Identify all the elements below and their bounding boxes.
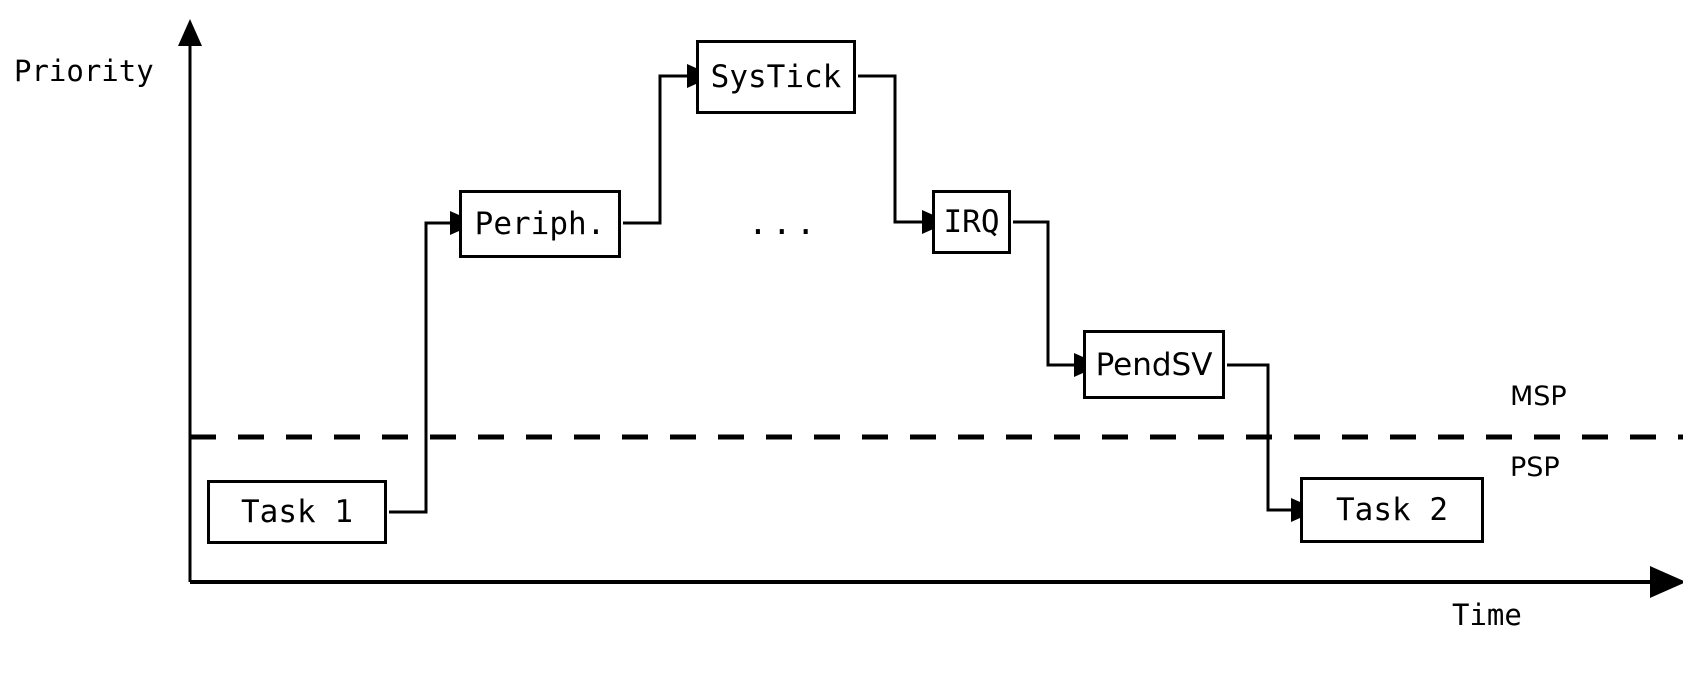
node-task-1[interactable]: Task 1 — [207, 480, 387, 544]
connector-systick-to-irq — [858, 74, 949, 234]
node-systick[interactable]: SysTick — [696, 40, 856, 114]
connector-irq-to-pendsv — [1013, 220, 1101, 377]
node-task-2[interactable]: Task 2 — [1300, 477, 1484, 543]
node-task-1-label: Task 1 — [241, 494, 353, 530]
msp-region-label: MSP — [1510, 381, 1567, 412]
connector-task1-to-periph — [389, 211, 477, 514]
node-peripheral[interactable]: Periph. — [459, 190, 621, 258]
node-irq-label: IRQ — [943, 204, 1000, 240]
node-systick-label: SysTick — [710, 59, 842, 95]
node-peripheral-label: Periph. — [474, 206, 606, 242]
node-pendsv-label: PendSV — [1095, 346, 1213, 383]
node-irq[interactable]: IRQ — [932, 190, 1011, 254]
ellipsis-label: ... — [748, 203, 820, 242]
psp-region-label: PSP — [1510, 452, 1560, 483]
connector-periph-to-systick — [623, 64, 714, 225]
node-task-2-label: Task 2 — [1336, 492, 1448, 528]
y-axis-label: Priority — [14, 54, 154, 88]
x-axis-label: Time — [1452, 598, 1522, 632]
connector-pendsv-to-task2 — [1227, 363, 1318, 522]
node-pendsv[interactable]: PendSV — [1083, 330, 1225, 399]
